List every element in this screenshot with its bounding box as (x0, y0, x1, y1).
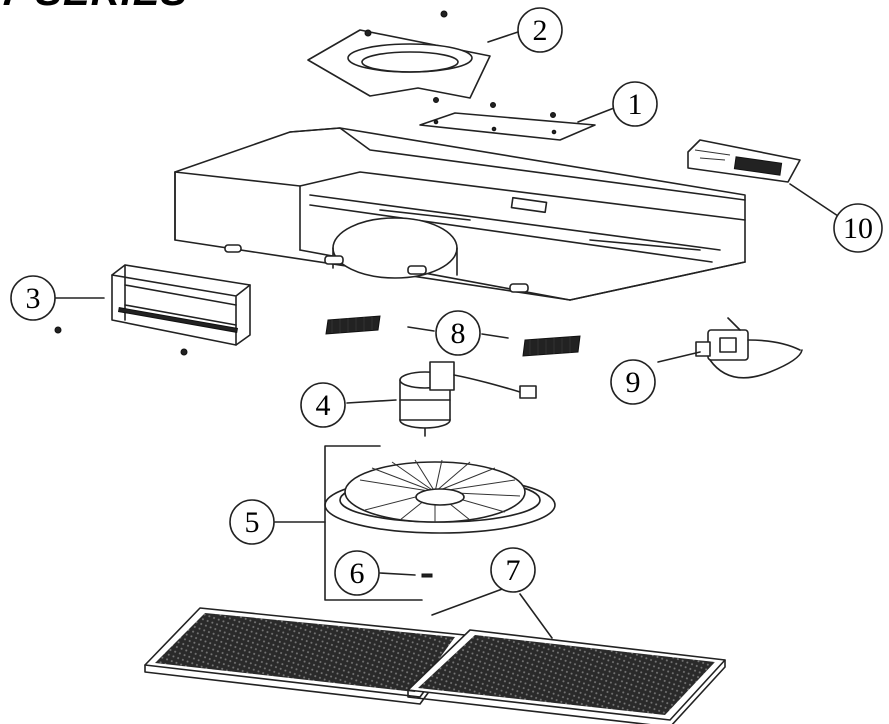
callout-5: 5 (229, 499, 275, 545)
svg-text:10: 10 (843, 212, 873, 245)
svg-text:2: 2 (533, 14, 548, 47)
svg-text:3: 3 (26, 282, 41, 315)
callout-10: 10 (833, 203, 883, 253)
callout-3: 3 (10, 275, 56, 321)
callout-9: 9 (610, 359, 656, 405)
part-hood-body (174, 127, 746, 301)
leader-lines (54, 31, 839, 639)
part-blower (324, 459, 556, 534)
part-cover-plate (419, 97, 596, 141)
part-light-lens-right (522, 335, 581, 357)
part-light-lens-left (325, 315, 381, 335)
diagram-title: 7 SERIES (0, 0, 188, 15)
part-control-board (687, 139, 801, 183)
part-damper (54, 264, 251, 356)
svg-text:1: 1 (628, 88, 643, 121)
part-motor (399, 361, 537, 437)
part-filter-left (144, 607, 466, 705)
callout-7: 7 (490, 547, 536, 593)
svg-text:4: 4 (316, 389, 331, 422)
svg-text:6: 6 (350, 557, 365, 590)
part-filter-right (407, 629, 726, 724)
callout-6: 6 (334, 550, 380, 596)
callout-2: 2 (517, 7, 563, 53)
part-power-cord (695, 317, 803, 379)
svg-text:8: 8 (451, 317, 466, 350)
svg-text:7: 7 (506, 554, 521, 587)
callout-1: 1 (612, 81, 658, 127)
svg-text:9: 9 (626, 366, 641, 399)
part-duct-collar (307, 10, 491, 99)
svg-text:5: 5 (245, 506, 260, 539)
callout-8: 8 (435, 310, 481, 356)
part-screw (421, 573, 433, 578)
callout-4: 4 (300, 382, 346, 428)
